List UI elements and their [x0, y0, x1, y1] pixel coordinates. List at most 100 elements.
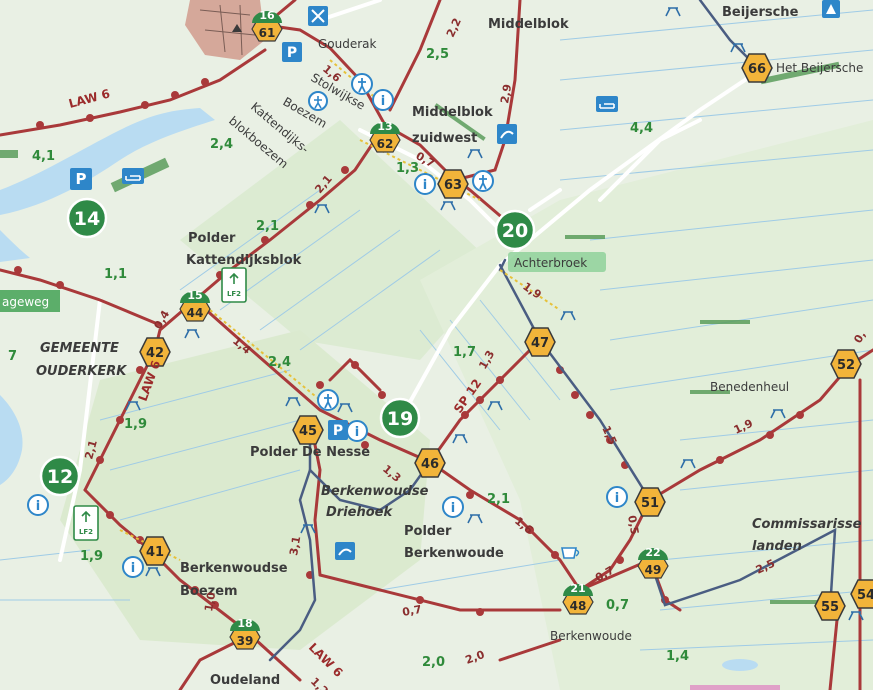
svg-text:55: 55	[821, 600, 839, 615]
place-beijersche: Beijersche	[722, 5, 799, 20]
bird-icon[interactable]	[335, 542, 355, 560]
place-benedenheul: Benedenheul	[710, 380, 789, 394]
svg-text:47: 47	[531, 336, 549, 351]
double-node-15-44[interactable]: 15 44	[179, 289, 211, 322]
distance-label: 1,4	[666, 649, 689, 664]
info-icon[interactable]: i	[122, 556, 144, 578]
place-polder-kattendijksblok-2: Kattendijksblok	[186, 253, 302, 268]
place-gouderak: Gouderak	[318, 37, 377, 51]
walker-icon[interactable]	[351, 73, 373, 95]
distance-label: 2,4	[210, 137, 233, 152]
junction-node-55[interactable]: 55	[814, 591, 846, 621]
info-icon[interactable]: i	[606, 486, 628, 508]
svg-text:63: 63	[444, 178, 462, 193]
double-node-22-49[interactable]: 22 49	[637, 546, 669, 579]
info-icon[interactable]: i	[414, 173, 436, 195]
picnic-table-icon	[487, 401, 503, 411]
distance-label: 2,1	[487, 492, 510, 507]
place-het-beijersche: Het Beijersche	[776, 61, 863, 75]
junction-node-42[interactable]: 42	[139, 337, 171, 367]
svg-text:i: i	[381, 94, 385, 109]
walker-icon[interactable]	[308, 91, 328, 111]
walker-icon[interactable]	[472, 170, 494, 192]
place-berkenwoudse-boezem: Berkenwoudse	[180, 561, 288, 576]
junction-node-54[interactable]: 54	[850, 579, 873, 609]
cafe-icon[interactable]	[561, 547, 580, 559]
river	[0, 108, 215, 215]
place-middelblok-zuidwest: Middelblok	[412, 105, 493, 120]
info-icon[interactable]: i	[27, 494, 49, 516]
svg-text:i: i	[131, 561, 135, 576]
river-bank	[0, 230, 30, 262]
double-node-16-61[interactable]: 16 61	[251, 9, 283, 42]
picnic-table-icon	[337, 403, 353, 413]
segment-label: 1,0	[202, 591, 218, 613]
double-node-18-39[interactable]: 18 39	[229, 617, 261, 650]
double-node-21-48[interactable]: 21 48	[562, 582, 594, 615]
svg-text:49: 49	[645, 563, 662, 577]
meadow-area	[180, 120, 500, 360]
place-oudeland: Oudeland	[210, 673, 280, 688]
junction-node-45[interactable]: 45	[292, 415, 324, 445]
border-strip	[690, 685, 780, 690]
place-achterbroek: Achterbroek	[514, 256, 587, 270]
distance-label: 1,9	[124, 417, 147, 432]
distance-label: 4,4	[630, 121, 653, 136]
svg-text:39: 39	[237, 634, 254, 648]
distance-label: 1,9	[80, 549, 103, 564]
place-middelblok-zuidwest-2: zuidwest	[412, 131, 477, 146]
picnic-table-icon	[285, 397, 301, 407]
junction-node-52[interactable]: 52	[830, 349, 862, 379]
junction-node-47[interactable]: 47	[524, 327, 556, 357]
svg-text:46: 46	[421, 457, 439, 472]
svg-text:i: i	[615, 491, 619, 506]
picnic-icons	[125, 7, 864, 621]
svg-text:52: 52	[837, 358, 855, 373]
svg-text:61: 61	[259, 26, 276, 40]
svg-text:i: i	[36, 499, 40, 514]
picnic-table-icon	[125, 401, 141, 411]
svg-text:62: 62	[377, 137, 394, 151]
svg-text:54: 54	[857, 588, 873, 603]
junction-node-51[interactable]: 51	[634, 487, 666, 517]
walking-node-14[interactable]: 14	[66, 197, 108, 239]
picnic-table-icon	[145, 567, 161, 577]
hex-nodes: 66 63 42 47 52 45 46 51	[139, 53, 873, 621]
bed-icon[interactable]	[122, 168, 144, 184]
segment-label: 0,5	[625, 514, 641, 535]
junction-node-63[interactable]: 63	[437, 169, 469, 199]
sailing-icon[interactable]	[822, 0, 840, 18]
sailing-icon[interactable]	[308, 6, 328, 26]
lf-signpost-icon[interactable]: LF2	[221, 267, 247, 303]
distance-label: 1,1	[104, 267, 127, 282]
distance-label: 2,4	[268, 355, 291, 370]
double-node-13-62[interactable]: 13 62	[369, 120, 401, 153]
picnic-table-icon	[184, 329, 200, 339]
lf-signpost-icon[interactable]: LF2	[73, 505, 99, 541]
bird-icon[interactable]	[497, 124, 517, 144]
walking-node-19[interactable]: 19	[379, 397, 421, 439]
junction-node-46[interactable]: 46	[414, 448, 446, 478]
junction-node-41[interactable]: 41	[139, 536, 171, 566]
svg-text:LF2: LF2	[227, 290, 241, 298]
drainage-ditches	[0, 9, 873, 651]
walker-icon[interactable]	[317, 389, 339, 411]
info-icon[interactable]: i	[372, 89, 394, 111]
svg-text:22: 22	[645, 546, 660, 559]
picnic-table-icon	[467, 149, 483, 159]
info-icon[interactable]: i	[346, 420, 368, 442]
walking-node-20[interactable]: 20	[494, 209, 536, 251]
info-icon[interactable]: i	[442, 496, 464, 518]
parking-icon[interactable]: P	[70, 168, 92, 190]
bed-icon[interactable]	[596, 96, 618, 112]
svg-text:i: i	[355, 425, 359, 440]
walking-node-12[interactable]: 12	[39, 455, 81, 497]
picnic-table-icon	[300, 524, 316, 534]
parking-icon[interactable]: P	[282, 42, 302, 62]
junction-node-66[interactable]: 66	[741, 53, 773, 83]
segment-label: 2,9	[498, 83, 514, 104]
svg-text:P: P	[333, 423, 343, 439]
parking-icon[interactable]: P	[328, 420, 348, 440]
